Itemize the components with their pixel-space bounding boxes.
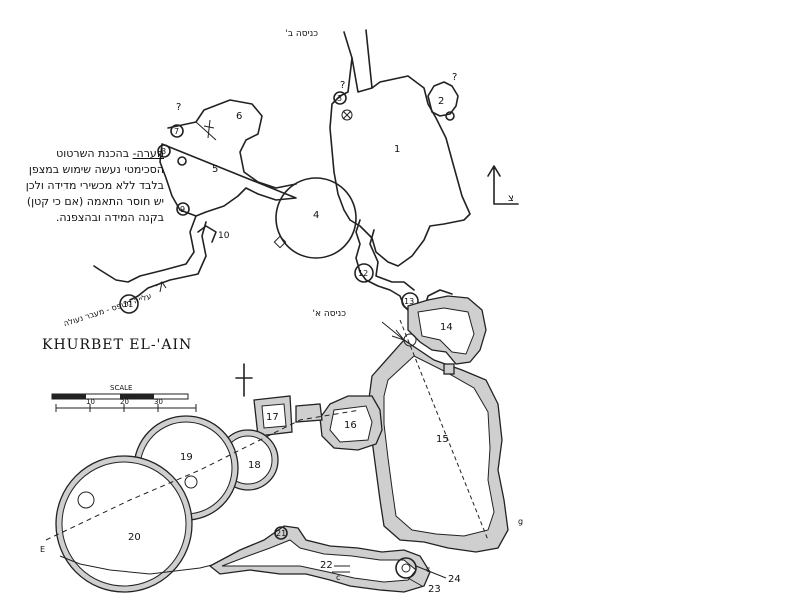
question-mark-2: ?: [340, 80, 345, 91]
room-number-labels: 1 2 3 4 5 6 7 8 9 10 11 12 13 14 15 16 1…: [123, 94, 461, 595]
entrance-a-label: כניסה א': [313, 309, 347, 319]
room-number-3: 3: [337, 94, 342, 103]
edge-mark-c2: c: [426, 565, 430, 574]
room-number-17: 17: [266, 412, 279, 423]
room-16-outline: [295, 395, 383, 451]
room-number-24: 24: [448, 574, 461, 585]
lower-passage-21-24-outline: [208, 525, 431, 593]
passage-10-11-outline: [93, 215, 217, 314]
site-title: KHURBET EL-'AIN: [42, 337, 193, 353]
room-number-18: 18: [248, 460, 261, 471]
note-text: בהכנת השרטוט הסכימטי נעשה שימוש במצפן בל…: [25, 147, 164, 224]
room-number-1: 1: [394, 144, 400, 155]
scale-tick-3: 30: [154, 398, 163, 406]
north-arrow-upper-icon: צ: [487, 165, 519, 205]
room-number-11: 11: [123, 300, 133, 309]
room-number-22: 22: [320, 560, 333, 571]
room-number-14: 14: [440, 322, 453, 333]
room-number-7: 7: [174, 127, 179, 136]
scale-tick-2: 20: [120, 398, 129, 406]
room-number-5: 5: [212, 164, 218, 175]
room-number-23: 23: [428, 584, 441, 595]
entrance-b-label: כניסה ב': [285, 29, 318, 39]
room-number-21: 21: [276, 529, 286, 538]
room-14-outline: [407, 295, 487, 365]
room-17-outline: [253, 395, 293, 437]
room-number-12: 12: [358, 269, 368, 278]
sketch-note: הערה- בהכנת השרטוט הסכימטי נעשה שימוש במ…: [14, 146, 164, 226]
room-number-10: 10: [218, 231, 230, 241]
north-arrow-lower: [235, 363, 253, 397]
edge-mark-c1: c: [336, 573, 340, 582]
room-20-outline: [55, 455, 241, 593]
survey-axis-line: [45, 409, 361, 541]
room-number-8: 8: [161, 147, 166, 156]
scale-bar: SCALE 10 20 30: [51, 384, 197, 412]
question-mark-1: ?: [176, 102, 181, 113]
room-number-15: 15: [436, 434, 449, 445]
room-number-2: 2: [438, 96, 444, 107]
note-label: הערה-: [132, 147, 164, 160]
room-number-4: 4: [313, 210, 319, 221]
room-number-6: 6: [236, 111, 242, 122]
room-2-outline: [427, 81, 459, 121]
passage-label: עלייה מטפס - מעבר נעולה: [62, 291, 152, 328]
rooms-7-8-9-outline: [157, 124, 190, 216]
room-3-outline: [333, 91, 353, 121]
question-mark-3: ?: [452, 72, 457, 83]
room-number-16: 16: [344, 420, 357, 431]
room-5-6-outline: [159, 99, 297, 217]
edge-mark-g: g: [518, 517, 523, 526]
hall-15-outline: [367, 319, 509, 553]
room-number-13: 13: [404, 297, 414, 306]
room-1-outline: [329, 29, 471, 267]
edge-mark-e: E: [40, 545, 45, 554]
room-number-20: 20: [128, 532, 141, 543]
room-4-outline: [273, 177, 357, 259]
room-number-9: 9: [180, 205, 185, 214]
room-number-19: 19: [180, 452, 193, 463]
scale-tick-1: 10: [86, 398, 95, 406]
scale-label: SCALE: [110, 384, 132, 392]
svg-text:צ: צ: [508, 193, 514, 204]
